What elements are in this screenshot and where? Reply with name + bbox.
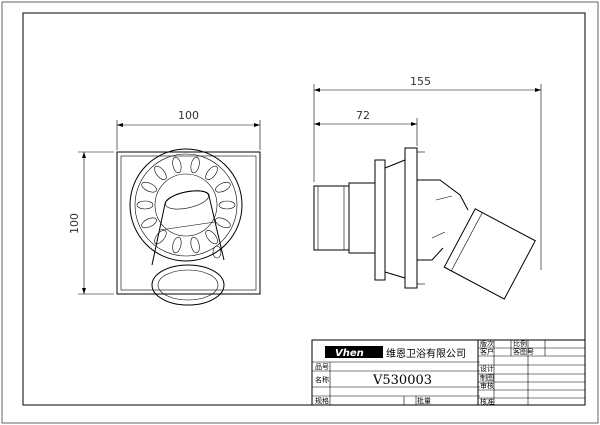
grate-slot [190, 156, 200, 174]
label-qty: 批量 [417, 396, 431, 405]
label-customer: 客户 [480, 347, 494, 356]
brand-logo-text: Vhen [335, 348, 364, 359]
grate-slot [154, 165, 167, 180]
label-approve: 核准 [480, 397, 494, 406]
grate-slot [141, 181, 157, 193]
dim-side-total: 155 [410, 75, 431, 88]
front-dimensions: 100 100 [68, 109, 261, 295]
grate-slot [218, 200, 236, 210]
front-view [116, 148, 261, 306]
label-design: 设计 [480, 364, 494, 373]
side-view [313, 147, 536, 300]
grate-slot [190, 236, 200, 254]
grate-slot [215, 181, 231, 193]
label-code: 品号 [315, 363, 329, 371]
side-dimensions: 155 72 [313, 75, 542, 270]
label-version: 版次 [480, 339, 494, 348]
grate-slot [215, 217, 231, 229]
dim-top-width: 100 [178, 109, 199, 122]
label-customer-drawing-no: 客图号 [513, 347, 534, 356]
label-name: 名称 [315, 375, 329, 384]
grate-slot [154, 230, 167, 245]
label-spec: 规格 [315, 396, 329, 405]
grate-slot [172, 156, 182, 174]
grate-slot [205, 230, 218, 245]
company-name: 维恩卫浴有限公司 [386, 347, 466, 360]
label-draft: 制图 [480, 373, 494, 382]
label-proportion: 比例 [513, 339, 527, 348]
grate-slot [141, 217, 157, 229]
dim-side-partial: 72 [356, 109, 370, 122]
brand-logo [325, 346, 383, 358]
model-number: V530003 [372, 373, 432, 388]
title-block: Vhen 维恩卫浴有限公司 品号 名称 规格 V530003 批量 版次 比例 … [311, 339, 586, 406]
grate-slot [136, 200, 154, 210]
grate-slot [172, 236, 182, 254]
dim-left-height: 100 [68, 213, 81, 234]
inner-border [22, 12, 586, 406]
label-review: 审核 [480, 381, 494, 390]
grate-slot [205, 165, 218, 180]
grate-slots [136, 156, 236, 254]
